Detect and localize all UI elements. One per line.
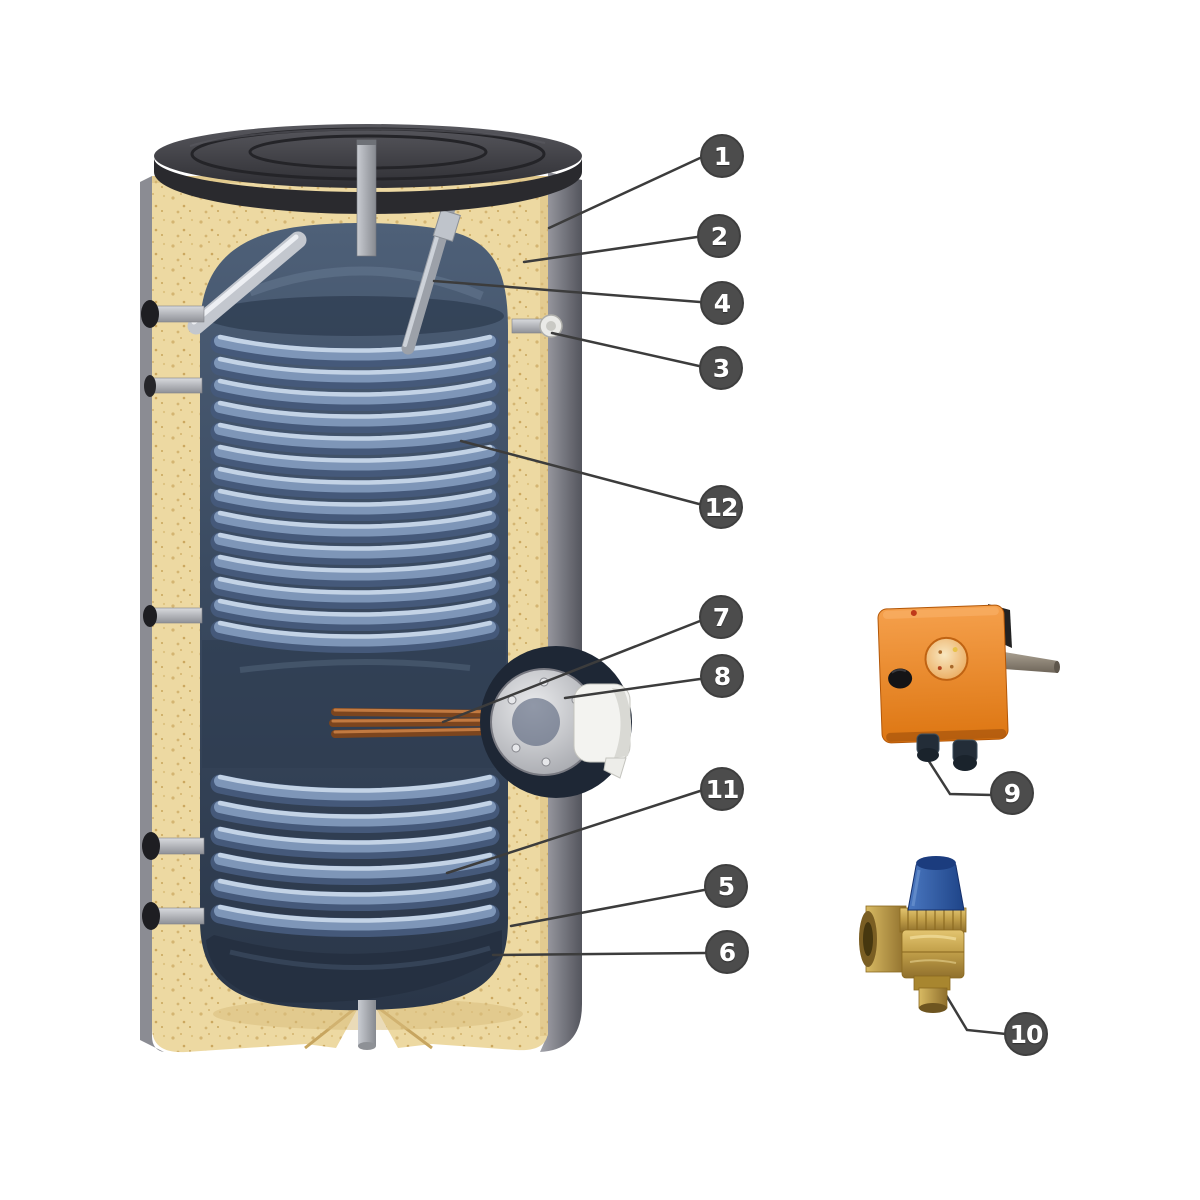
upper-left-pipe (187, 231, 307, 335)
callout-1: 1 (700, 134, 744, 178)
callout-4: 4 (700, 281, 744, 325)
top-outlet-pipe (356, 139, 377, 257)
drain-pipe (358, 1000, 376, 1050)
thermowell-port (511, 314, 563, 338)
callout-11: 11 (700, 767, 744, 811)
callout-10: 10 (1004, 1012, 1048, 1056)
callout-2: 2 (697, 214, 741, 258)
callout-7: 7 (699, 595, 743, 639)
callout-6: 6 (705, 930, 749, 974)
thermostat-dial (924, 636, 969, 681)
valve-blue-cap (907, 856, 965, 911)
thermostat-unit (877, 604, 1060, 771)
electric-heating-element (329, 708, 509, 738)
safety-valve (859, 856, 967, 1013)
callout-3: 3 (699, 346, 743, 390)
thermostat-knob (888, 668, 913, 689)
pipes-and-ports (141, 191, 563, 1050)
element-flange (480, 646, 632, 798)
callout-9: 9 (990, 771, 1034, 815)
leader-lines (432, 156, 1008, 1036)
callout-12: 12 (699, 485, 743, 529)
thermostat-probe (1004, 652, 1058, 673)
thermostat-cable-glands (916, 733, 978, 771)
callout-8: 8 (700, 654, 744, 698)
callout-5: 5 (704, 864, 748, 908)
side-connection-stubs (141, 300, 205, 930)
